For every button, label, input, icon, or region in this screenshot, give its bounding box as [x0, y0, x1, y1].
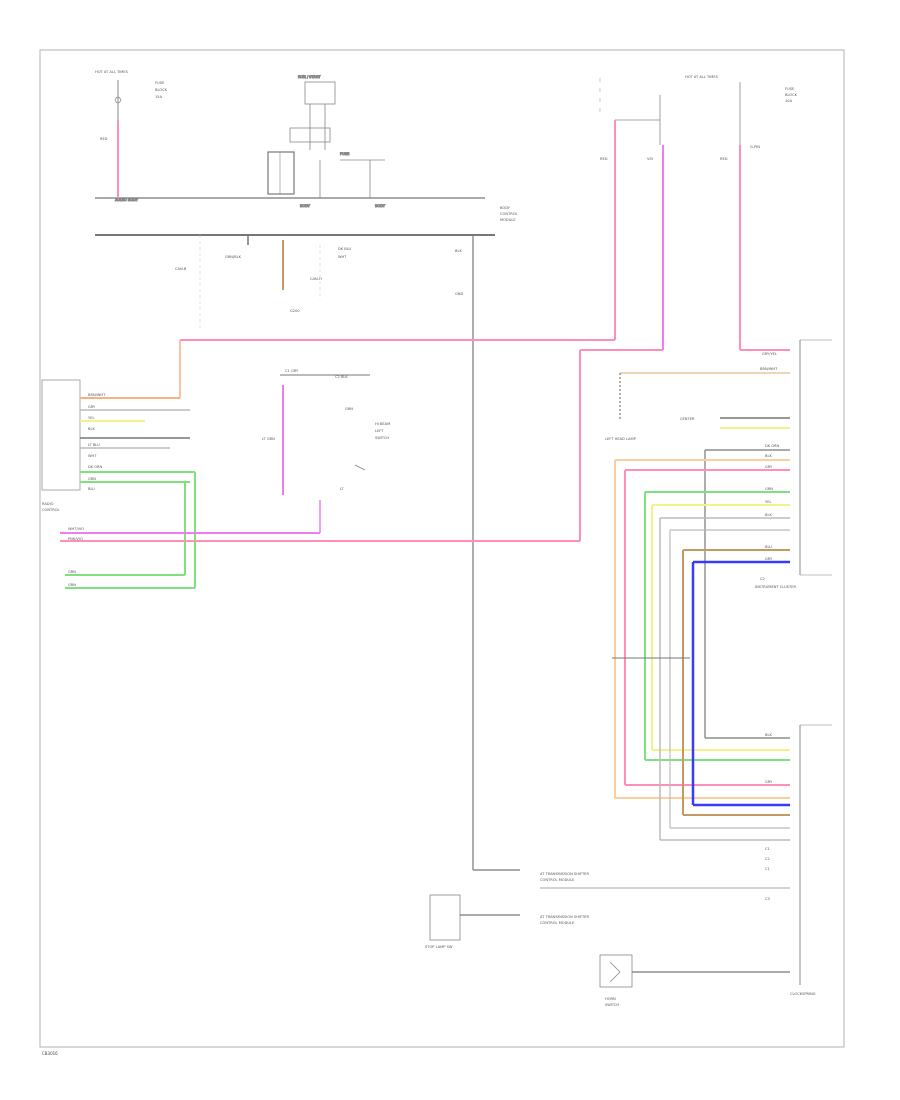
- svg-text:GRY: GRY: [765, 780, 773, 784]
- svg-text:VIO: VIO: [647, 157, 654, 161]
- svg-text:BLOCK: BLOCK: [785, 93, 798, 97]
- svg-text:AT TRANSMISSION SHIFTER: AT TRANSMISSION SHIFTER: [540, 915, 589, 919]
- svg-text:15A: 15A: [155, 95, 163, 99]
- fuse-top-left-label: HOT AT ALL TIMES: [95, 70, 129, 74]
- svg-text:BODY: BODY: [375, 204, 386, 208]
- svg-text:RED: RED: [600, 157, 608, 161]
- svg-text:BLK: BLK: [455, 249, 462, 253]
- right-module: C2 INSTRUMENT CLUSTER CLOCKSPRING BRN/WH…: [605, 339, 832, 996]
- svg-text:DK BLU: DK BLU: [338, 247, 352, 251]
- svg-text:SWITCH: SWITCH: [375, 436, 389, 440]
- svg-text:GND: GND: [455, 292, 463, 296]
- svg-text:HI BEAM: HI BEAM: [375, 422, 390, 426]
- svg-text:BRN/WHT: BRN/WHT: [88, 393, 106, 397]
- svg-text:GRN/BLK: GRN/BLK: [225, 255, 242, 259]
- svg-text:RADIO: RADIO: [42, 502, 54, 506]
- svg-text:AUDIO BODY: AUDIO BODY: [115, 198, 139, 202]
- svg-text:BLK: BLK: [765, 513, 772, 517]
- svg-text:HORN: HORN: [605, 997, 616, 1001]
- svg-text:YEL: YEL: [765, 500, 771, 504]
- svg-text:PNK/VIO: PNK/VIO: [68, 537, 83, 541]
- svg-text:GRN: GRN: [765, 487, 773, 491]
- svg-text:BLK: BLK: [88, 427, 95, 431]
- svg-text:GRN: GRN: [345, 407, 353, 411]
- svg-text:BODY: BODY: [300, 204, 311, 208]
- svg-text:C2: C2: [765, 857, 770, 861]
- svg-text:LEFT HEAD LAMP: LEFT HEAD LAMP: [605, 437, 637, 441]
- svg-text:BLU: BLU: [765, 545, 772, 549]
- svg-text:WHT: WHT: [338, 255, 347, 259]
- svg-text:MODULE: MODULE: [500, 218, 516, 222]
- svg-text:HOT AT ALL TIMES: HOT AT ALL TIMES: [685, 75, 719, 79]
- center-switch: RUN / START FUSE BODY BODY AUDIO BODY: [115, 75, 387, 209]
- svg-text:WHT: WHT: [88, 454, 97, 458]
- fuse-top-left: HOT AT ALL TIMES FUSE BLOCK 15A RED: [95, 70, 168, 198]
- bottom-section: AT TRANSMISSION SHIFTER CONTROL MODULE A…: [425, 872, 790, 1007]
- svg-text:CONTROL MODULE: CONTROL MODULE: [540, 878, 575, 882]
- svg-text:AT TRANSMISSION SHIFTER: AT TRANSMISSION SHIFTER: [540, 872, 589, 876]
- svg-text:RED: RED: [720, 157, 728, 161]
- fuse-top-right: HOT AT ALL TIMES FUSE BLOCK 10A RED VIO …: [599, 75, 798, 351]
- diagram-frame: [39, 49, 845, 1048]
- svg-text:BLU: BLU: [88, 487, 95, 491]
- svg-text:C1: C1: [765, 847, 770, 851]
- svg-text:WHT/VIO: WHT/VIO: [68, 527, 84, 531]
- svg-text:GRY: GRY: [88, 405, 96, 409]
- svg-text:FUSE: FUSE: [340, 152, 350, 156]
- svg-text:FUSE: FUSE: [155, 81, 165, 85]
- svg-text:SWITCH: SWITCH: [605, 1003, 619, 1007]
- svg-text:LT: LT: [340, 487, 345, 491]
- svg-text:BLK: BLK: [765, 454, 772, 458]
- svg-text:DK GRN: DK GRN: [88, 465, 103, 469]
- svg-text:BLK: BLK: [765, 733, 772, 737]
- svg-text:RED: RED: [100, 137, 108, 141]
- svg-text:C2: C2: [760, 577, 765, 581]
- svg-text:INSTRUMENT CLUSTER: INSTRUMENT CLUSTER: [755, 585, 796, 589]
- svg-text:C1 GRY: C1 GRY: [285, 369, 299, 373]
- svg-text:C2 BLK: C2 BLK: [335, 375, 348, 379]
- center-wiring: CAN-B GRN/BLK DK BLU WHT BLK GND G200 CA…: [175, 235, 615, 871]
- svg-text:GRY/YEL: GRY/YEL: [762, 352, 777, 356]
- svg-text:FUSE: FUSE: [785, 87, 795, 91]
- svg-text:CLOCKSPRING: CLOCKSPRING: [790, 992, 816, 996]
- svg-text:LT BLU: LT BLU: [88, 443, 100, 447]
- svg-text:DK GRN: DK GRN: [765, 444, 780, 448]
- svg-text:10A: 10A: [785, 99, 793, 103]
- left-module: BRN/WHT GRY YEL BLK LT BLU WHT DK GRN GR…: [41, 340, 663, 589]
- svg-text:G-PIN: G-PIN: [750, 145, 760, 149]
- svg-text:BODY: BODY: [500, 206, 511, 210]
- svg-text:GRN: GRN: [68, 583, 76, 587]
- svg-text:RUN / START: RUN / START: [298, 75, 321, 79]
- headlamp-switch: C1 GRY C2 BLK LT GRN GRN HI BEAM LEFT SW…: [262, 369, 390, 495]
- svg-text:CAN-B: CAN-B: [175, 267, 187, 271]
- svg-text:C3: C3: [765, 897, 770, 901]
- svg-text:CENTER: CENTER: [680, 417, 695, 421]
- svg-text:BLOCK: BLOCK: [155, 88, 168, 92]
- svg-text:STOP LAMP SW: STOP LAMP SW: [425, 945, 453, 949]
- svg-text:G200: G200: [290, 309, 300, 313]
- svg-text:GRN: GRN: [68, 570, 76, 574]
- svg-text:GRN: GRN: [88, 477, 96, 481]
- svg-text:CAN-H: CAN-H: [310, 277, 322, 281]
- svg-text:GRY: GRY: [765, 465, 773, 469]
- top-bus: BODY CONTROL MODULE: [95, 197, 518, 236]
- svg-text:CONTROL: CONTROL: [42, 508, 60, 512]
- svg-text:BRN/WHT: BRN/WHT: [760, 367, 778, 371]
- svg-text:YEL: YEL: [88, 416, 94, 420]
- svg-text:GRY: GRY: [765, 557, 773, 561]
- svg-text:CONTROL MODULE: CONTROL MODULE: [540, 921, 575, 925]
- svg-text:CONTROL: CONTROL: [500, 212, 518, 216]
- svg-text:LT GRN: LT GRN: [262, 437, 275, 441]
- figure-number: CB3016: [42, 1051, 58, 1056]
- svg-text:LEFT: LEFT: [375, 429, 384, 433]
- svg-text:C1: C1: [765, 867, 770, 871]
